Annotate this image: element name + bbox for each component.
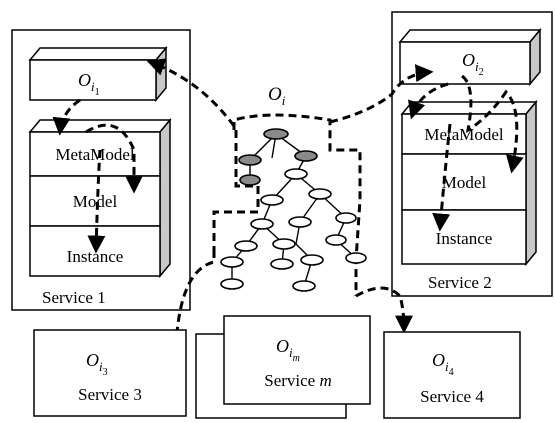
servicem-stack: Oim Service m (195, 315, 371, 419)
service2-ontology-label: Oi2 (462, 50, 484, 78)
central-nodes (220, 128, 367, 292)
service3-ontology-label: Oi3 (86, 350, 108, 378)
node (270, 258, 294, 270)
service1-layer-stack: MetaModel Model Instance (28, 117, 172, 279)
node (272, 238, 296, 250)
service4-box: Oi4 Service 4 (383, 331, 521, 419)
node (234, 240, 258, 252)
node (220, 278, 244, 290)
service1-container: Oi1 MetaModel Model Instance Service 1 (11, 29, 191, 311)
central-boundary-left (212, 130, 260, 250)
service1-label: Service 1 (42, 288, 106, 307)
servicem-front-card (223, 315, 371, 405)
servicem-ontology-label: Oim (276, 336, 300, 364)
arrow-central-to-service3 (167, 250, 216, 350)
arrow-central-to-service1 (146, 58, 236, 127)
node (325, 234, 347, 246)
service2-label: Service 2 (428, 273, 492, 292)
service2-instance-label: Instance (436, 229, 493, 248)
service1-arrow-metamodel (52, 98, 81, 136)
node (308, 188, 332, 200)
service2-arrow-instance (432, 123, 452, 232)
service1-instance-label: Instance (67, 247, 124, 266)
service1-model-label: Model (73, 192, 118, 211)
node (238, 154, 262, 166)
node (294, 150, 318, 162)
service3-label: Service 3 (78, 385, 142, 404)
central-boundary-right (232, 113, 362, 296)
node (345, 252, 367, 264)
service2-layer-stack: MetaModel Model Instance (400, 99, 538, 267)
service2-metamodel-label: MetaModel (424, 125, 504, 144)
node (292, 280, 316, 292)
node (300, 254, 324, 266)
service4-label: Service 4 (420, 387, 484, 406)
service2-arrow-metamodel (408, 82, 449, 120)
node (288, 216, 312, 228)
node (239, 174, 261, 186)
node (284, 168, 308, 180)
service1-ontology-label: Oi1 (78, 70, 100, 98)
node (335, 212, 357, 224)
service2-container: Oi2 MetaModel Model Instance Service 2 (391, 11, 553, 297)
service2-arrow-model (460, 74, 524, 174)
service2-model-label: Model (442, 173, 487, 192)
central-ontology: Oi (212, 84, 367, 296)
servicem-label: Service m (264, 371, 332, 390)
service3-box: Oi3 Service 3 (33, 329, 187, 417)
node (263, 128, 289, 140)
service1-metamodel-label: MetaModel (55, 145, 135, 164)
arrow-central-to-service4 (355, 286, 413, 334)
node (250, 218, 274, 230)
service1-arrow-model (85, 123, 143, 194)
node (220, 256, 244, 268)
service1-ontology-cube: Oi1 (28, 45, 168, 103)
service4-ontology-label: Oi4 (432, 350, 454, 378)
service2-ontology-cube: Oi2 (398, 27, 542, 87)
node (260, 194, 284, 206)
arrow-central-to-service2 (329, 64, 434, 124)
central-ontology-label: Oi (268, 84, 286, 108)
service1-arrow-instance (87, 149, 106, 254)
